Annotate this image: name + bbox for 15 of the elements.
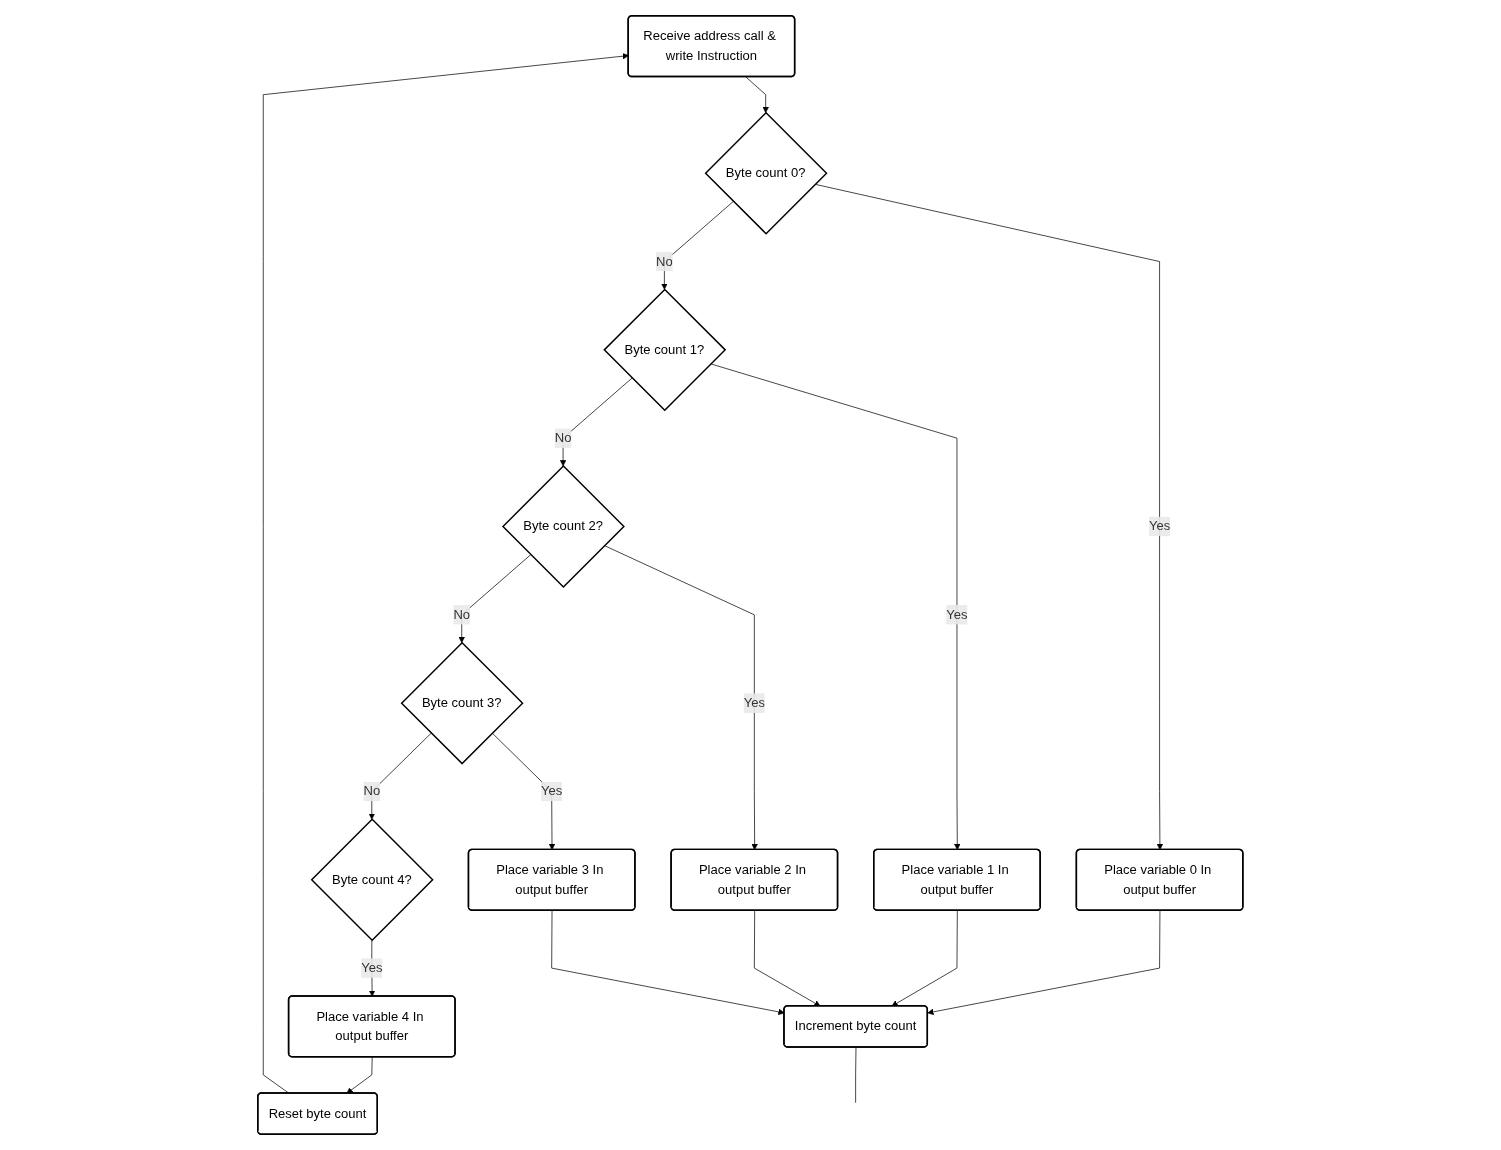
node-diamond: Byte count 2? [502, 465, 626, 588]
edge-label: Yes [1149, 518, 1171, 534]
edge-label: No [453, 607, 471, 622]
edge-label: Yes [541, 783, 563, 799]
node-diamond: Byte count 0? [704, 111, 828, 235]
node-diamond: Byte count 4? [310, 818, 434, 942]
edge-label: Yes [946, 607, 968, 622]
edge-label: No [554, 430, 572, 446]
connector [855, 1047, 857, 1104]
edge-label: No [656, 253, 673, 269]
node-diamond: Byte count 3? [400, 641, 524, 765]
edge-label: No [363, 783, 381, 799]
edge-label: Yes [743, 695, 766, 711]
node-diamond: Byte count 1? [603, 288, 727, 412]
edge-label: Yes [361, 960, 383, 975]
